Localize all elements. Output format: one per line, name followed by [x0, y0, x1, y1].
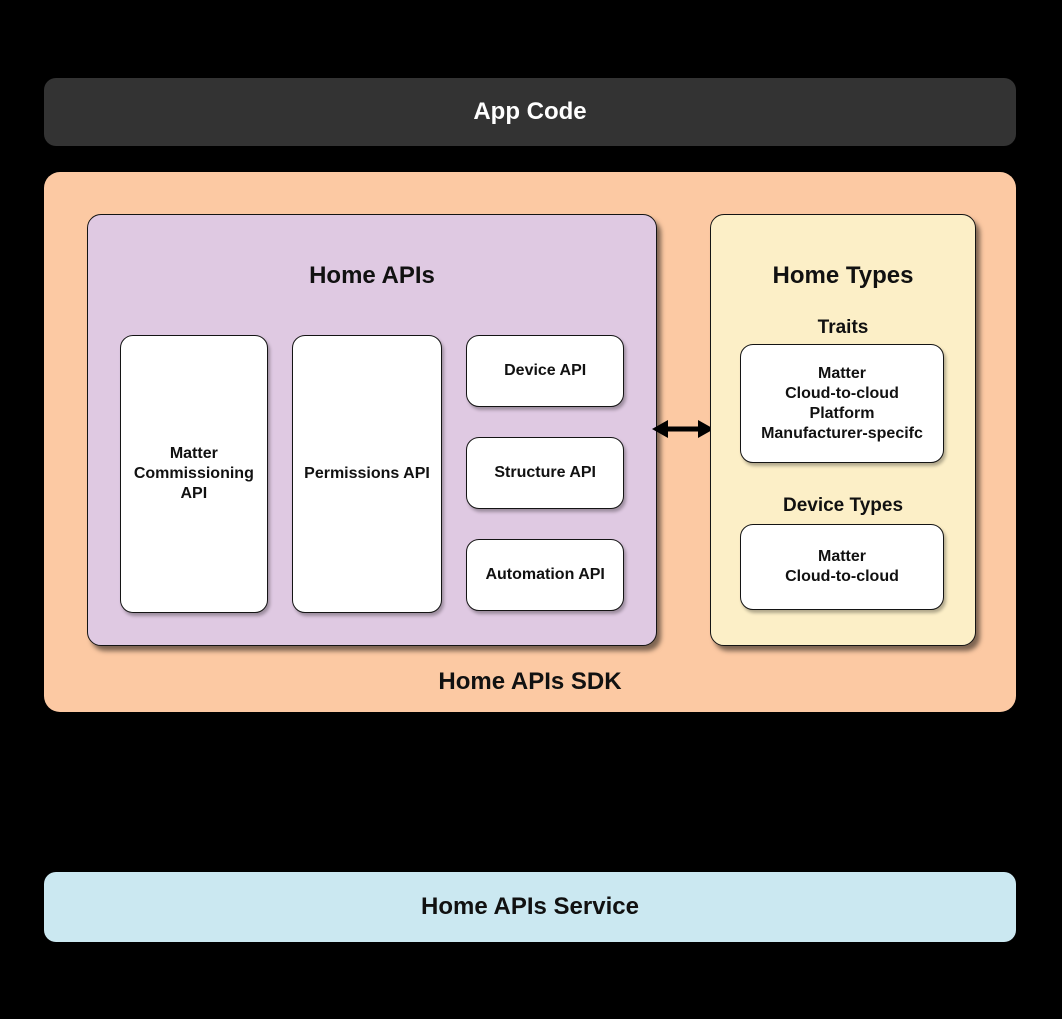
automation-api-card: Automation API	[466, 539, 624, 611]
home-apis-service-box: Home APIs Service	[44, 872, 1016, 942]
app-code-box: App Code	[44, 78, 1016, 146]
home-apis-box: Home APIs Matter Commissioning API Permi…	[87, 214, 657, 646]
home-apis-sdk-container: Home APIs Matter Commissioning API Permi…	[44, 172, 1016, 712]
bidirectional-arrow-icon	[652, 420, 714, 438]
app-code-label: App Code	[473, 98, 587, 125]
structure-api-card: Structure API	[466, 437, 624, 509]
traits-heading: Traits	[817, 317, 869, 338]
permissions-api-card: Permissions API	[291, 335, 443, 613]
home-apis-sdk-label: Home APIs SDK	[438, 668, 622, 695]
traits-card: Matter Cloud-to-cloud Platform Manufactu…	[740, 344, 944, 463]
home-apis-title: Home APIs	[309, 262, 435, 289]
home-types-title: Home Types	[772, 262, 914, 289]
home-apis-columns: Matter Commissioning API Permissions API…	[120, 335, 624, 613]
device-types-heading: Device Types	[782, 495, 904, 516]
matter-commissioning-api-card: Matter Commissioning API	[120, 335, 268, 613]
device-types-card: Matter Cloud-to-cloud	[740, 524, 944, 610]
api-small-cards-column: Device API Structure API Automation API	[466, 335, 624, 611]
home-apis-service-label: Home APIs Service	[421, 893, 639, 920]
home-types-box: Home Types Traits Matter Cloud-to-cloud …	[710, 214, 976, 646]
device-api-card: Device API	[466, 335, 624, 407]
